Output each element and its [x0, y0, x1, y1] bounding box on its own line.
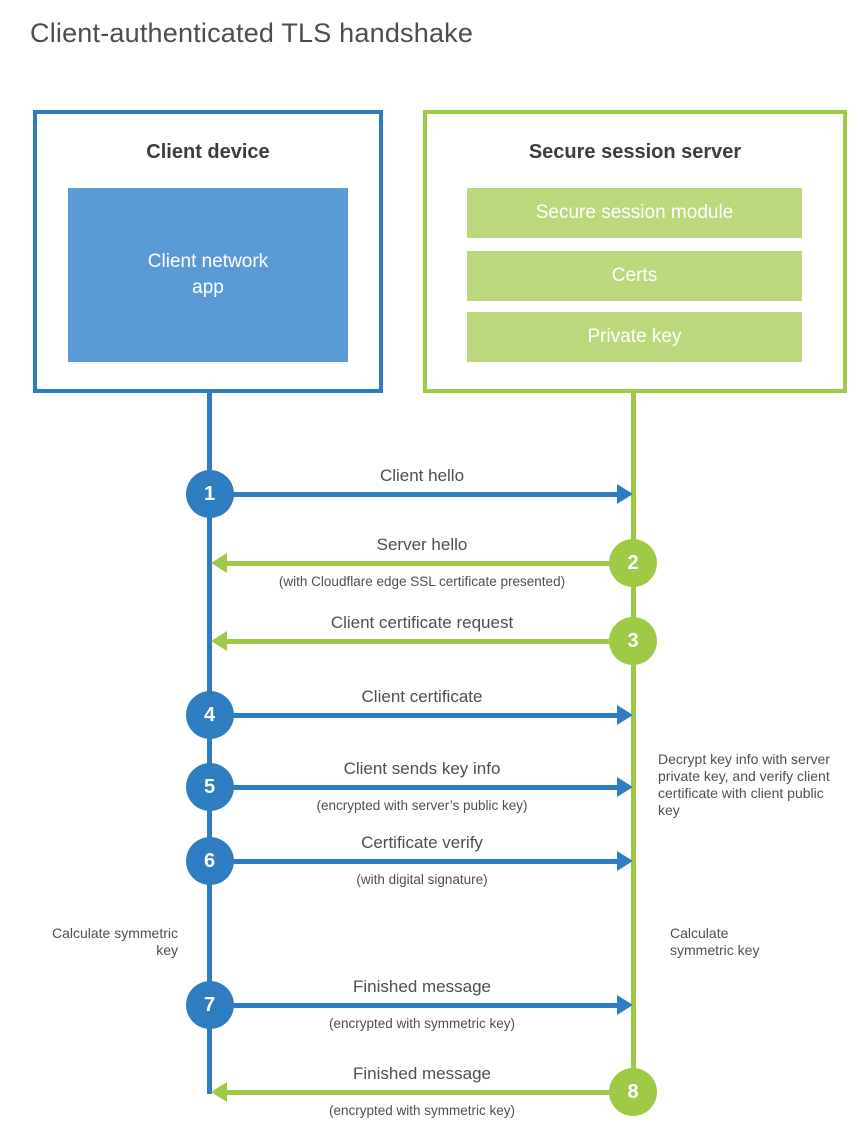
note-calculate-symmetric-key-client: Calculate symmetric key: [51, 925, 178, 958]
arrow-left-icon: [211, 1082, 227, 1102]
certs-block: Certs: [467, 251, 802, 301]
arrow-right-icon: [617, 851, 633, 871]
arrow-right-icon: [617, 777, 633, 797]
arrow-left-icon: [211, 631, 227, 651]
step-number-badge: 5: [185, 763, 234, 811]
step-label: Client sends key info: [343, 759, 501, 778]
step-label: Client hello: [379, 466, 465, 485]
step-label: Finished message: [353, 1064, 491, 1083]
step-sublabel: (encrypted with symmetric key): [328, 1016, 516, 1031]
secure-session-module-block: Secure session module: [467, 188, 802, 238]
step-sublabel: (encrypted with symmetric key): [328, 1103, 516, 1118]
note-calculate-symmetric-key-server: Calculate symmetric key: [670, 925, 760, 958]
arrow-right-icon: [617, 484, 633, 504]
step-number-badge: 7: [185, 981, 234, 1029]
server-lifeline: [631, 393, 636, 1092]
step-number-badge: 4: [185, 691, 234, 739]
step-label: Client certificate: [361, 687, 483, 706]
client-device-box: Client device Client network app: [33, 110, 383, 393]
step-label: Client certificate request: [330, 613, 514, 632]
step-label: Certificate verify: [361, 833, 483, 852]
step-number-badge: 3: [609, 617, 657, 665]
step-sublabel: (with digital signature): [356, 872, 488, 887]
arrow-shaft: [233, 858, 617, 864]
step-sublabel: (with Cloudflare edge SSL certificate pr…: [278, 574, 566, 589]
arrow-shaft: [227, 1089, 609, 1095]
page-title: Client-authenticated TLS handshake: [30, 18, 474, 48]
client-network-app-label: Client network app: [147, 251, 269, 298]
step-number-badge: 8: [609, 1068, 657, 1116]
step-number-badge: 1: [185, 470, 234, 518]
secure-session-server-title: Secure session server: [528, 141, 742, 163]
private-key-block: Private key: [467, 312, 802, 362]
client-device-title: Client device: [146, 141, 270, 163]
arrow-shaft: [227, 638, 609, 644]
step-number-badge: 2: [609, 539, 657, 587]
arrow-shaft: [227, 560, 609, 566]
arrow-shaft: [233, 784, 617, 790]
step-label: Finished message: [353, 977, 491, 996]
client-network-app-block: Client network app: [68, 188, 348, 362]
arrow-shaft: [233, 712, 617, 718]
arrow-right-icon: [617, 995, 633, 1015]
step-sublabel: (encrypted with server’s public key): [316, 798, 528, 813]
note-decrypt-key-info: Decrypt key info with server private key…: [658, 751, 830, 818]
step-label: Server hello: [376, 535, 468, 554]
step-number-badge: 6: [185, 837, 234, 885]
arrow-right-icon: [617, 705, 633, 725]
arrow-left-icon: [211, 553, 227, 573]
client-lifeline: [207, 393, 212, 1094]
arrow-shaft: [233, 1002, 617, 1008]
arrow-shaft: [233, 491, 617, 497]
secure-session-server-box: Secure session server Secure session mod…: [423, 110, 847, 393]
